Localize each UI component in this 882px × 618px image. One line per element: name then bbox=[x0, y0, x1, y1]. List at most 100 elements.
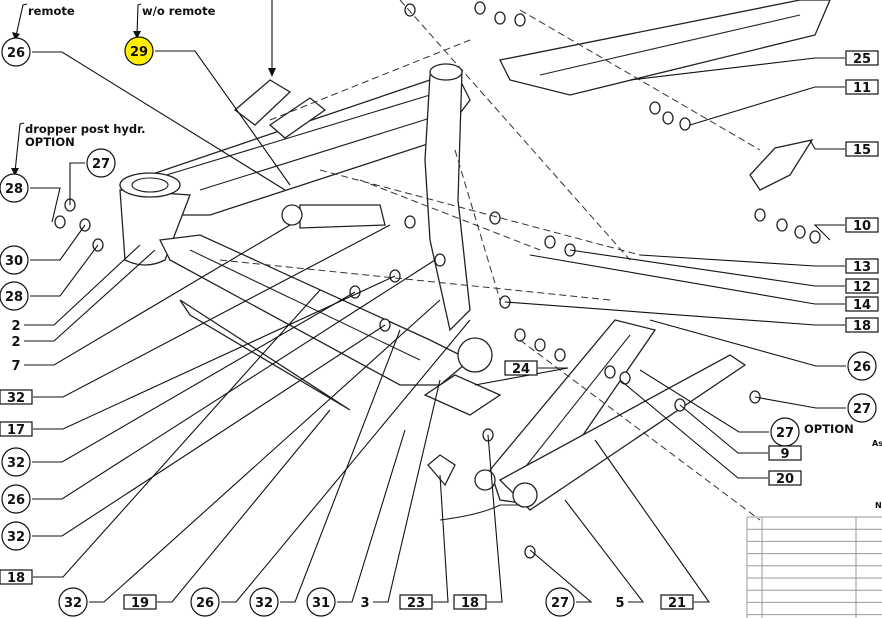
callout-label: 26 bbox=[7, 493, 25, 508]
callout-label: 17 bbox=[7, 423, 25, 438]
callout-label: 5 bbox=[615, 596, 624, 611]
callout-label: 27 bbox=[551, 596, 569, 611]
note-without-remote: w/o remote bbox=[142, 4, 216, 18]
callout-29: 29 bbox=[124, 36, 291, 186]
frame-drawing bbox=[54, 0, 831, 559]
leader-line bbox=[32, 291, 356, 463]
leader-line bbox=[69, 162, 85, 205]
washer-part bbox=[794, 225, 806, 239]
callout-label: 7 bbox=[11, 359, 20, 374]
note-option: OPTION bbox=[804, 422, 854, 436]
callout-28: 28 bbox=[0, 244, 99, 311]
callout-label: 26 bbox=[853, 360, 871, 375]
callout-10: 10 bbox=[813, 217, 879, 241]
callout-26: 26 bbox=[649, 319, 877, 381]
washer-part bbox=[554, 348, 566, 362]
washer-part bbox=[489, 211, 501, 225]
callout-circle bbox=[249, 587, 279, 617]
callout-19: 19 bbox=[123, 409, 331, 611]
callout-32: 32 bbox=[58, 299, 441, 617]
washer-part bbox=[534, 338, 546, 352]
washer-part bbox=[404, 3, 416, 17]
callout-18: 18 bbox=[0, 289, 321, 586]
callout-circle bbox=[58, 587, 88, 617]
callout-circle bbox=[847, 393, 877, 423]
callout-box bbox=[399, 594, 433, 610]
callout-26: 26 bbox=[190, 319, 471, 617]
callout-label: 32 bbox=[7, 391, 25, 406]
leader-line bbox=[157, 409, 331, 603]
washer-part bbox=[619, 371, 631, 385]
callout-7: 7 bbox=[11, 224, 291, 374]
callout-label: 30 bbox=[5, 254, 23, 269]
callout-15: 15 bbox=[809, 139, 879, 158]
callout-14: 14 bbox=[529, 254, 879, 313]
callout-circle bbox=[86, 148, 116, 178]
callout-circle bbox=[0, 173, 29, 203]
callout-box bbox=[768, 470, 802, 486]
callout-label: 29 bbox=[130, 45, 148, 60]
callout-27: 27 bbox=[529, 549, 593, 617]
leader-line bbox=[30, 244, 99, 297]
washer-part bbox=[524, 545, 536, 559]
callout-23: 23 bbox=[399, 474, 449, 611]
callout-label: 27 bbox=[776, 426, 794, 441]
callout-box bbox=[845, 217, 879, 233]
callout-label: 32 bbox=[64, 596, 82, 611]
leader-line bbox=[813, 224, 845, 241]
callout-circle bbox=[1, 37, 31, 67]
leader-line bbox=[337, 429, 406, 603]
bill-of-materials-table bbox=[746, 516, 882, 618]
washer-part bbox=[474, 1, 486, 15]
callout-box bbox=[0, 389, 33, 405]
callout-label: 11 bbox=[853, 81, 871, 96]
washer-part bbox=[604, 365, 616, 379]
leader-line bbox=[373, 379, 441, 603]
callout-label: 10 bbox=[853, 219, 871, 234]
callout-box bbox=[845, 79, 879, 95]
callout-label: 24 bbox=[512, 362, 530, 377]
callout-2: 2 bbox=[11, 244, 141, 334]
callout-box bbox=[123, 594, 157, 610]
leader-line bbox=[24, 244, 141, 326]
washer-part bbox=[494, 11, 506, 25]
leader-line bbox=[639, 254, 845, 267]
leader-line bbox=[529, 549, 593, 603]
callout-13: 13 bbox=[639, 254, 879, 275]
callout-circle bbox=[1, 484, 31, 514]
washer-part bbox=[434, 253, 446, 267]
callout-circle bbox=[190, 587, 220, 617]
callout-32: 32 bbox=[249, 329, 401, 617]
callout-18: 18 bbox=[453, 434, 503, 611]
callout-circle bbox=[124, 36, 154, 66]
leader-line bbox=[474, 367, 569, 386]
callout-circle bbox=[1, 447, 31, 477]
callout-box bbox=[768, 445, 802, 461]
washer-part bbox=[514, 328, 526, 342]
leader-line bbox=[639, 369, 769, 433]
callout-label: 18 bbox=[7, 571, 25, 586]
callout-label: 26 bbox=[196, 596, 214, 611]
callout-circle bbox=[0, 281, 29, 311]
callout-label: 28 bbox=[5, 182, 23, 197]
callout-box bbox=[845, 278, 879, 294]
washer-part bbox=[649, 101, 661, 115]
callout-box bbox=[845, 296, 879, 312]
washer-part bbox=[776, 218, 788, 232]
callout-box bbox=[0, 421, 33, 437]
leader-line bbox=[89, 299, 441, 603]
callout-label: 31 bbox=[312, 596, 330, 611]
callout-box bbox=[845, 50, 879, 66]
leader-line bbox=[487, 434, 503, 603]
leader-line bbox=[689, 86, 845, 126]
washer-part bbox=[662, 111, 674, 125]
callout-label: 2 bbox=[11, 335, 20, 350]
leader-line bbox=[564, 499, 645, 603]
washer-part bbox=[754, 208, 766, 222]
leader-line bbox=[24, 249, 156, 342]
callout-27: 27 bbox=[69, 148, 116, 205]
callout-27: 27 bbox=[754, 393, 877, 423]
leader-line bbox=[504, 301, 845, 326]
leader-line bbox=[569, 249, 845, 287]
